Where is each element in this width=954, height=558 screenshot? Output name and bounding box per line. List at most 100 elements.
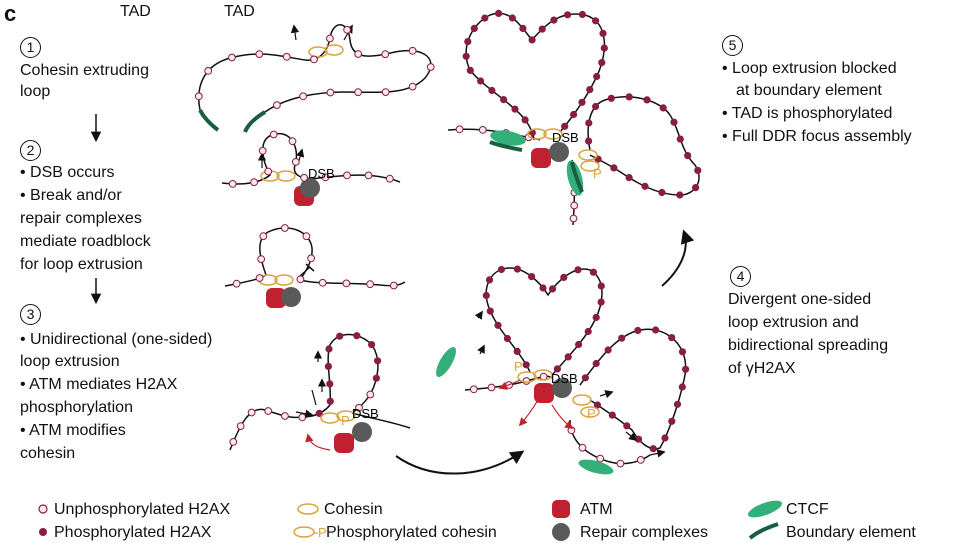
unphosphorylated-h2ax-icon bbox=[478, 125, 487, 134]
dsb-label: DSB bbox=[552, 130, 579, 145]
phosphorylated-h2ax-icon bbox=[578, 10, 587, 19]
cohesin-legend-icon bbox=[297, 503, 319, 515]
phosphorylated-h2ax-icon bbox=[578, 98, 586, 106]
phosphorylated-h2ax-icon bbox=[676, 135, 684, 143]
phosphorylated-h2ax-icon bbox=[470, 24, 478, 32]
phosphorylated-h2ax-icon bbox=[324, 362, 332, 370]
phosphorylated-h2ax-icon bbox=[528, 273, 536, 281]
stage-1-chromatin bbox=[194, 24, 435, 133]
unphosphorylated-h2ax-icon bbox=[408, 46, 417, 55]
unphosphorylated-h2ax-icon bbox=[366, 390, 375, 399]
step-5-bullet: Loop extrusion blocked bbox=[722, 59, 897, 78]
phosphorylated-h2ax-icon bbox=[488, 86, 496, 95]
unphosphorylated-h2ax-icon bbox=[255, 50, 264, 58]
phosphorylated-h2ax-icon bbox=[592, 17, 600, 25]
phosphorylated-h2ax-icon bbox=[592, 359, 600, 368]
step-4-line: Divergent one-sided bbox=[728, 291, 872, 308]
step-2-line: for loop extrusion bbox=[20, 256, 143, 273]
unphosphorylated-h2ax-icon bbox=[228, 53, 236, 62]
boundary-element-icon bbox=[243, 110, 267, 133]
phosphorylated-h2ax-icon bbox=[593, 401, 602, 409]
phosphorylated-h2ax-icon bbox=[634, 435, 643, 443]
unphosphorylated-h2ax-icon bbox=[273, 101, 281, 109]
unphosphorylated-h2ax-icon bbox=[385, 174, 394, 183]
unphosphorylated-h2ax-icon bbox=[281, 412, 289, 420]
unphosphorylated-h2ax-icon bbox=[366, 280, 375, 289]
step-2-line: mediate roadblock bbox=[20, 233, 151, 250]
unphosphorylated-h2ax-icon bbox=[247, 408, 256, 417]
phosphorylated-h2ax-icon bbox=[513, 265, 522, 273]
phosphorylated-h2ax-icon bbox=[604, 346, 612, 354]
phosphorylated-h2ax-icon bbox=[585, 137, 593, 145]
stage-2-chromatin bbox=[221, 130, 401, 206]
unphosphorylated-h2ax-icon bbox=[298, 413, 307, 422]
unphos-legend-icon bbox=[38, 504, 48, 514]
unphosphorylated-h2ax-icon bbox=[343, 171, 351, 180]
phosphorylated-h2ax-icon bbox=[482, 291, 490, 300]
unphosphorylated-h2ax-icon bbox=[307, 254, 316, 263]
phosphorylated-h2ax-icon bbox=[564, 11, 572, 19]
unphosphorylated-h2ax-icon bbox=[381, 88, 390, 96]
unphosphorylated-h2ax-icon bbox=[381, 50, 390, 59]
phosphorylated-h2ax-icon bbox=[486, 307, 494, 315]
phosphorylated-h2ax-icon bbox=[550, 16, 558, 24]
step-2-number: 2 bbox=[20, 140, 41, 161]
cohesin-icon bbox=[308, 44, 344, 58]
phos-cohesin-icon: P bbox=[572, 394, 600, 421]
unphosphorylated-h2ax-icon bbox=[282, 52, 291, 61]
atm-icon bbox=[531, 148, 551, 168]
phosphorylated-h2ax-icon bbox=[643, 96, 651, 104]
tad-label-1: TAD bbox=[120, 3, 151, 20]
step-1-line: loop bbox=[20, 83, 51, 100]
unphosphorylated-h2ax-icon bbox=[578, 443, 587, 452]
phosphorylated-h2ax-icon bbox=[593, 72, 601, 81]
unphosphorylated-h2ax-icon bbox=[259, 232, 268, 241]
boundary-element-icon bbox=[489, 140, 523, 152]
phosphorylated-h2ax-icon bbox=[553, 365, 562, 373]
atm-icon bbox=[266, 288, 286, 308]
stage-3-chromatin: P bbox=[229, 332, 411, 453]
step-4-number: 4 bbox=[730, 266, 751, 287]
step-1-number: 1 bbox=[20, 37, 41, 58]
phosphorylated-h2ax-icon bbox=[678, 348, 687, 356]
unphosphorylated-h2ax-icon bbox=[326, 34, 334, 43]
step-4-line-last: of γH2AX bbox=[728, 359, 796, 378]
phosphorylated-h2ax-icon bbox=[608, 411, 616, 419]
phosphorylated-h2ax-icon bbox=[694, 166, 702, 174]
step-2-bullet: DSB occurs bbox=[20, 163, 114, 182]
phosphorylated-h2ax-icon bbox=[599, 29, 607, 37]
phosphorylated-h2ax-icon bbox=[481, 14, 489, 22]
unphosphorylated-h2ax-icon bbox=[570, 201, 579, 210]
phosphorylated-h2ax-icon bbox=[610, 164, 618, 172]
phosphorylated-h2ax-icon bbox=[326, 397, 334, 405]
phos-cohesin-legend-icon: P bbox=[293, 525, 327, 540]
phosphorylated-h2ax-icon bbox=[586, 86, 594, 94]
phos-cohesin-icon bbox=[527, 128, 563, 140]
phosphorylated-h2ax-icon bbox=[673, 400, 682, 408]
phosphorylated-h2ax-icon bbox=[315, 409, 323, 417]
phosphorylated-h2ax-icon bbox=[508, 14, 516, 22]
unphosphorylated-h2ax-icon bbox=[364, 171, 373, 180]
phosphorylated-h2ax-icon bbox=[652, 326, 660, 334]
phosphorylated-h2ax-icon bbox=[692, 184, 700, 192]
unphosphorylated-h2ax-icon bbox=[258, 146, 267, 155]
unphosphorylated-h2ax-icon bbox=[269, 130, 278, 139]
phosphorylated-h2ax-icon bbox=[336, 332, 344, 340]
phosphorylated-h2ax-icon bbox=[668, 334, 676, 342]
unphosphorylated-h2ax-icon bbox=[426, 63, 435, 71]
unphosphorylated-h2ax-icon bbox=[389, 281, 398, 290]
atm-icon bbox=[334, 433, 354, 453]
ctcf-icon bbox=[490, 130, 526, 146]
unphosphorylated-h2ax-icon bbox=[310, 55, 318, 64]
phosphorylated-h2ax-icon bbox=[676, 191, 684, 199]
phosphorylated-h2ax-icon bbox=[623, 422, 631, 430]
phosphorylated-h2ax-icon bbox=[592, 102, 600, 111]
step-3-line: cohesin bbox=[20, 445, 76, 462]
phosphorylated-h2ax-icon bbox=[326, 380, 334, 388]
step-4-line: bidirectional spreading bbox=[728, 337, 889, 354]
legend-phos-cohesin-label: Phosphorylated cohesin bbox=[326, 524, 497, 541]
unphosphorylated-h2ax-icon bbox=[469, 385, 478, 394]
phosphorylated-h2ax-icon bbox=[575, 340, 583, 349]
svg-text:P: P bbox=[587, 406, 596, 421]
repair-complex-icon bbox=[281, 287, 301, 307]
